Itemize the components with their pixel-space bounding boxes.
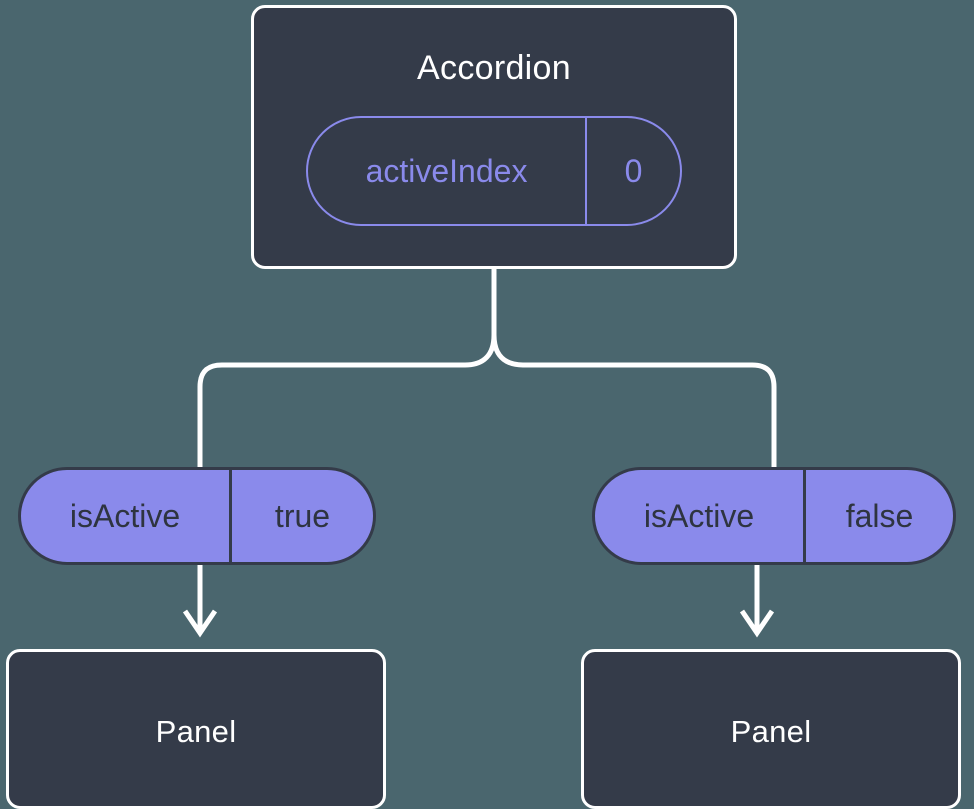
prop-pill-key: isActive bbox=[21, 470, 232, 562]
state-pill-active-index[interactable]: activeIndex 0 bbox=[306, 116, 682, 226]
arrow-head-left bbox=[182, 609, 218, 638]
component-node-panel-left[interactable]: Panel bbox=[6, 649, 386, 809]
component-label-panel: Panel bbox=[730, 713, 812, 749]
component-label-accordion: Accordion bbox=[417, 49, 571, 87]
connector-branch-right bbox=[491, 334, 777, 467]
diagram-canvas: Accordion activeIndex 0 isActive true is… bbox=[6, 5, 961, 809]
prop-pill-key: isActive bbox=[595, 470, 806, 562]
state-pill-key: activeIndex bbox=[308, 118, 587, 224]
prop-pill-value: false bbox=[845, 498, 914, 534]
connector-branch-left bbox=[197, 334, 497, 467]
component-node-panel-right[interactable]: Panel bbox=[581, 649, 961, 809]
component-label-panel: Panel bbox=[155, 713, 237, 749]
prop-pill-value: true bbox=[274, 498, 331, 534]
prop-pill-is-active-true[interactable]: isActive true bbox=[18, 467, 376, 565]
state-pill-value: 0 bbox=[624, 153, 643, 189]
arrow-head-right bbox=[739, 609, 775, 638]
prop-pill-is-active-false[interactable]: isActive false bbox=[592, 467, 956, 565]
